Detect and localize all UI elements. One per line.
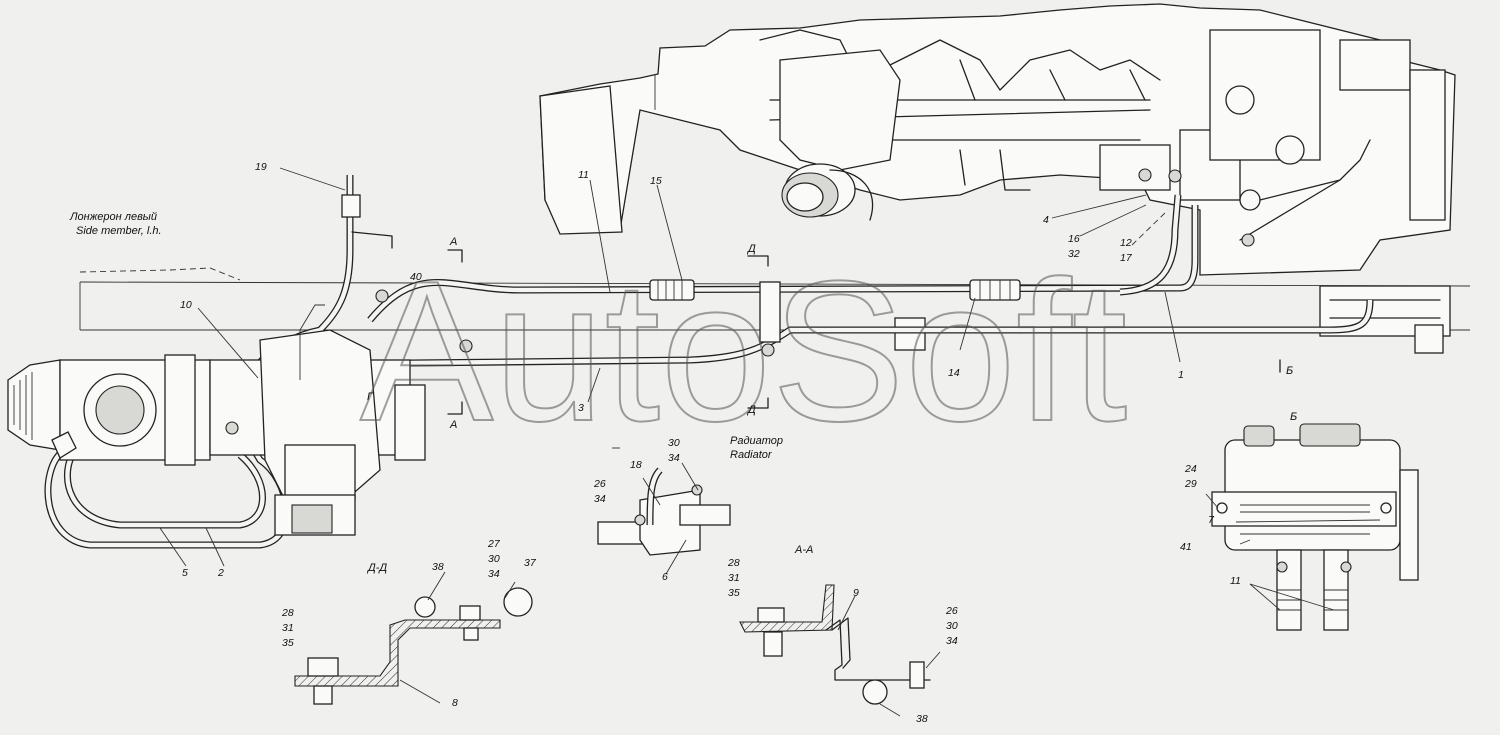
side-member-caption-en: Side member, l.h. <box>76 225 162 237</box>
cut-a-top-label: А <box>449 236 457 248</box>
cut-d-top-label: Д <box>746 243 756 255</box>
section-a-a <box>739 584 931 705</box>
callout-10: 10 <box>180 299 192 311</box>
callout-15: 15 <box>650 175 662 187</box>
callout-35-dd: 35 <box>282 637 294 649</box>
radiator-caption-en: Radiator <box>730 449 773 461</box>
callout-29: 29 <box>1184 478 1197 490</box>
callout-17: 17 <box>1120 252 1133 264</box>
steering-gear-box <box>7 289 473 536</box>
callout-30-aa: 30 <box>946 620 958 632</box>
callout-28-dd: 28 <box>281 607 294 619</box>
radiator-caption-ru: Радиатор <box>730 435 783 447</box>
callout-4: 4 <box>1043 214 1049 226</box>
callout-26-radiator: 26 <box>593 478 606 490</box>
callout-18: 18 <box>630 459 642 471</box>
callout-34-dd: 34 <box>488 568 500 580</box>
callout-34-radiator-b: 34 <box>668 452 680 464</box>
pipe-19-bracket <box>341 175 393 250</box>
watermark-text: AutoSoft <box>360 240 1127 463</box>
callout-34-aa: 34 <box>946 635 958 647</box>
view-b-reservoir <box>1211 423 1419 631</box>
cut-a-bottom-label: А <box>449 419 457 431</box>
callout-9: 9 <box>853 587 859 599</box>
section-dd-title: Д-Д <box>366 562 387 574</box>
section-cut-markers <box>447 249 1281 415</box>
callout-30-dd: 30 <box>488 553 500 565</box>
callout-7: 7 <box>1208 514 1215 526</box>
hydraulic-lines <box>44 194 1374 549</box>
leader-lines <box>159 167 1381 717</box>
cut-d-bottom-label: Д <box>746 404 756 416</box>
view-b-title: Б <box>1290 411 1297 423</box>
view-b-arrow-label: Б <box>1286 365 1293 377</box>
section-aa-title: А-А <box>794 544 813 556</box>
cut-g-label: Г <box>367 391 374 403</box>
callout-24: 24 <box>1184 463 1197 475</box>
radiator-connection-detail <box>597 467 731 556</box>
callout-31-aa: 31 <box>728 572 740 584</box>
callout-11-top: 11 <box>578 169 589 181</box>
callout-16: 16 <box>1068 233 1080 245</box>
callout-2: 2 <box>217 567 224 579</box>
callout-30-radiator: 30 <box>668 437 680 449</box>
captions: Лонжерон левый Side member, l.h. Радиато… <box>69 211 1297 574</box>
callout-11-view-b: 11 <box>1230 575 1241 587</box>
side-member-caption-ru: Лонжерон левый <box>69 211 157 223</box>
callout-26-aa: 26 <box>945 605 958 617</box>
callout-14: 14 <box>948 367 960 379</box>
section-d-d <box>294 587 533 705</box>
callout-27: 27 <box>487 538 501 550</box>
callout-5: 5 <box>182 567 188 579</box>
callout-40: 40 <box>410 271 422 283</box>
callout-19: 19 <box>255 161 267 173</box>
callout-6: 6 <box>662 571 668 583</box>
callout-12: 12 <box>1120 237 1132 249</box>
callout-35-aa: 35 <box>728 587 740 599</box>
callout-31-dd: 31 <box>282 622 294 634</box>
callout-28-aa: 28 <box>727 557 740 569</box>
callout-8: 8 <box>452 697 458 709</box>
callout-37: 37 <box>524 557 537 569</box>
callout-38-dd: 38 <box>432 561 444 573</box>
callout-41: 41 <box>1180 541 1192 553</box>
engine-assembly <box>539 3 1456 276</box>
callout-labels: 1 2 3 4 5 6 7 8 9 10 11 11 14 15 16 32 1… <box>180 161 1241 725</box>
callout-1: 1 <box>1178 369 1184 381</box>
callout-3: 3 <box>578 402 584 414</box>
callout-34-radiator-a: 34 <box>594 493 606 505</box>
callout-38-aa: 38 <box>916 713 928 725</box>
callout-32: 32 <box>1068 248 1080 260</box>
